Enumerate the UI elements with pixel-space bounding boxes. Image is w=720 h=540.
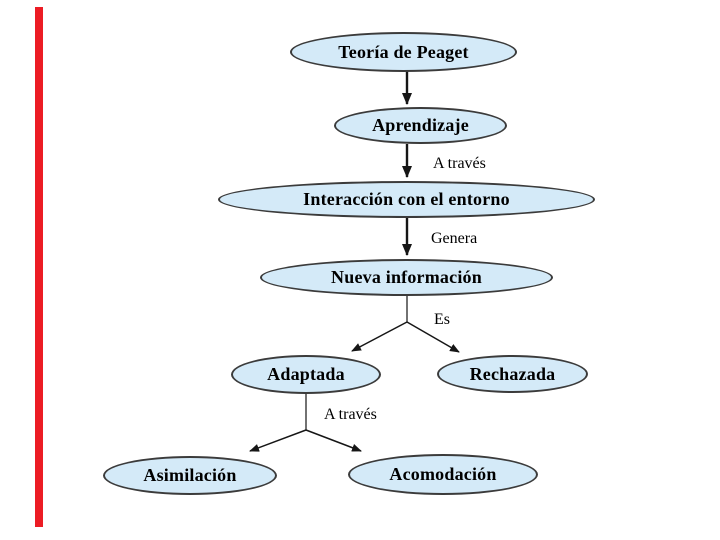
node-label: Nueva información [331,267,482,287]
edge-label-a-traves-1: A través [433,155,486,172]
edge-label-es: Es [434,311,450,328]
node-teoria-de-peaget: Teoría de Peaget [290,32,517,72]
node-label: Acomodación [389,464,497,484]
node-nueva-informacion: Nueva información [260,259,553,296]
node-interaccion-con-el-entorno: Interacción con el entorno [218,181,595,218]
node-rechazada: Rechazada [437,355,588,393]
node-acomodacion: Acomodación [348,454,538,495]
node-label: Aprendizaje [372,115,469,135]
arrow-adaptada-to-acomodacion [305,429,362,452]
node-aprendizaje: Aprendizaje [334,107,507,144]
arrow-adaptada-to-asimilacion [249,429,307,452]
arrow-nueva-to-adaptada [351,321,408,352]
node-label: Interacción con el entorno [303,189,510,209]
arrow-nueva-to-rechazada [406,321,460,353]
node-label: Asimilación [143,465,237,485]
node-label: Teoría de Peaget [338,41,469,62]
node-label: Adaptada [267,364,345,384]
edge-label-genera: Genera [431,230,478,247]
node-label: Rechazada [469,363,556,384]
node-asimilacion: Asimilación [103,456,277,495]
edge-label-a-traves-2: A través [324,406,377,423]
node-adaptada: Adaptada [231,355,381,394]
red-accent-bar [35,7,43,527]
